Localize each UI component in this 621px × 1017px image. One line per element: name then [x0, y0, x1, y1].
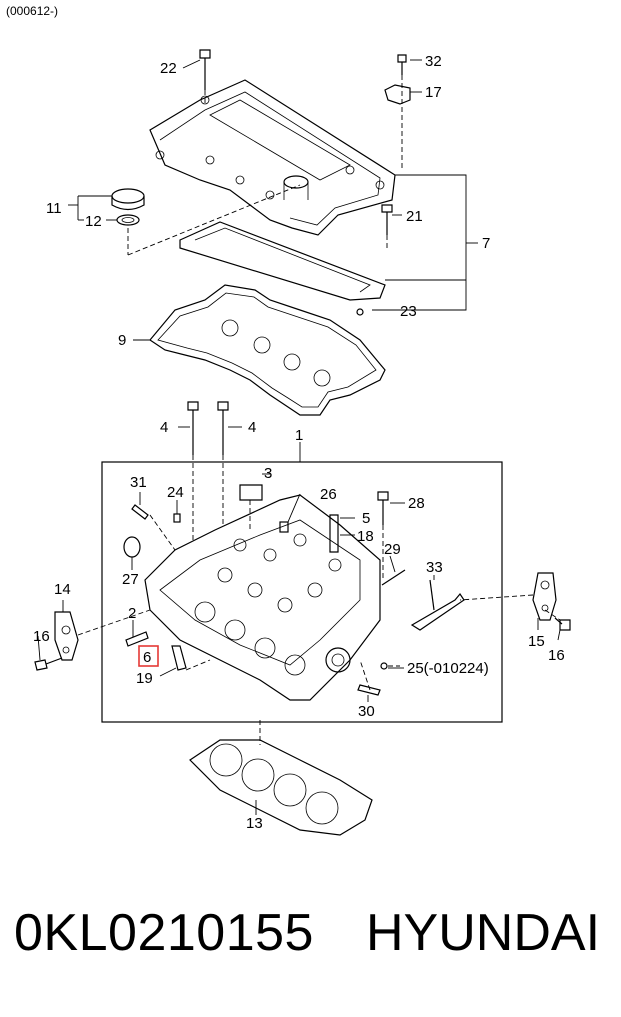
- callout-5: 5: [362, 510, 370, 527]
- callout-9: 9: [118, 332, 126, 349]
- callout-11: 11: [46, 200, 62, 217]
- dowel-2[interactable]: [125, 631, 149, 647]
- callout-16-right: 16: [548, 647, 565, 664]
- pipe-33[interactable]: [410, 579, 465, 631]
- plug-24[interactable]: [173, 513, 181, 523]
- callout-labels: 22 32 17 11 12 21 7 23 9 4 4 1 3 31 24 2…: [33, 53, 565, 832]
- pin-19[interactable]: [171, 645, 187, 671]
- stud-29[interactable]: [381, 569, 406, 586]
- callout-15: 15: [528, 633, 545, 650]
- callout-26: 26: [320, 486, 337, 503]
- sleeve-5-18[interactable]: [329, 514, 339, 553]
- callout-4-right: 4: [248, 419, 256, 436]
- callout-21: 21: [406, 208, 423, 225]
- bolt-28[interactable]: [377, 491, 389, 525]
- bolt-21[interactable]: [381, 204, 393, 235]
- callout-32: 32: [425, 53, 442, 70]
- bolt-16-left[interactable]: [34, 657, 63, 671]
- head-bolt-4-right[interactable]: [217, 401, 229, 455]
- callout-18: 18: [357, 528, 374, 545]
- callout-30: 30: [358, 703, 375, 720]
- callout-14: 14: [54, 581, 71, 598]
- bracket-15[interactable]: [532, 572, 557, 621]
- callout-22: 22: [160, 60, 177, 77]
- callout-3: 3: [264, 465, 272, 482]
- callout-24: 24: [167, 484, 184, 501]
- rocker-cover-gasket[interactable]: [149, 284, 386, 416]
- plug-26[interactable]: [279, 521, 289, 533]
- plug-25[interactable]: [380, 662, 388, 670]
- bracket-14[interactable]: [54, 611, 79, 661]
- part-number: 0KL0210155: [14, 904, 314, 962]
- cover-bolt-22[interactable]: [199, 49, 211, 90]
- clip-17[interactable]: [384, 84, 411, 105]
- callout-2: 2: [128, 605, 136, 622]
- leader-lines: [37, 59, 561, 815]
- head-gasket[interactable]: [189, 739, 373, 836]
- callout-23: 23: [400, 303, 417, 320]
- stud-30[interactable]: [357, 684, 381, 696]
- callout-12: 12: [85, 213, 102, 230]
- callout-16-left: 16: [33, 628, 50, 645]
- callout-17: 17: [425, 84, 442, 101]
- callout-6: 6: [143, 649, 151, 666]
- head-bolt-4-left[interactable]: [187, 401, 199, 455]
- exploded-parts-diagram: 22 32 17 11 12 21 7 23 9 4 4 1 3 31 24 2…: [33, 49, 571, 836]
- callout-27: 27: [122, 571, 139, 588]
- callout-1: 1: [295, 427, 303, 444]
- plug-27[interactable]: [123, 536, 141, 558]
- washer-23[interactable]: [356, 308, 364, 316]
- rocker-cover[interactable]: [149, 79, 396, 236]
- callout-28: 28: [408, 495, 425, 512]
- part-6-highlight[interactable]: [138, 645, 159, 667]
- guide-lines: [77, 75, 561, 745]
- callout-33: 33: [426, 559, 443, 576]
- callout-25: 25(-010224): [407, 660, 489, 677]
- callout-19: 19: [136, 670, 153, 687]
- bolt-32[interactable]: [397, 54, 407, 75]
- date-range-note: (000612-): [6, 4, 59, 18]
- pin-31[interactable]: [131, 504, 149, 520]
- bolt-16-right[interactable]: [554, 617, 571, 631]
- callout-4-left: 4: [160, 419, 168, 436]
- callout-13: 13: [246, 815, 263, 832]
- callout-7: 7: [482, 235, 490, 252]
- callout-29: 29: [384, 541, 401, 558]
- cylinder-head-frame: [101, 461, 503, 723]
- callout-31: 31: [130, 474, 147, 491]
- cylinder-head[interactable]: [144, 494, 381, 701]
- brand-name: HYUNDAI: [366, 904, 601, 962]
- bearing-cap-3[interactable]: [239, 484, 263, 501]
- cover-inner-gasket[interactable]: [179, 221, 386, 301]
